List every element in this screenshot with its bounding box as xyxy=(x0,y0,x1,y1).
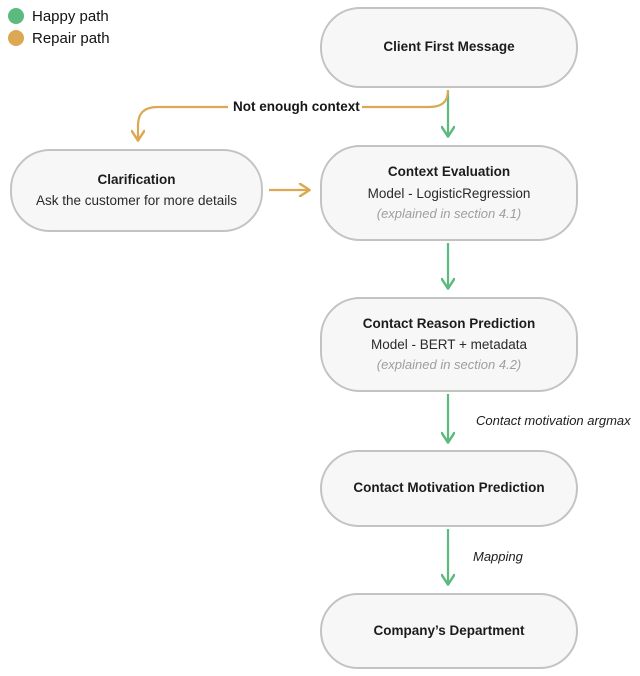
edge-label-mapping: Mapping xyxy=(473,549,523,564)
legend: Happy path Repair path xyxy=(8,5,110,49)
node-subtitle: Ask the customer for more details xyxy=(35,193,238,208)
edge-label-not-enough-context: Not enough context xyxy=(231,99,362,114)
legend-item-repair-path: Repair path xyxy=(8,27,110,49)
node-companys-department: Company’s Department xyxy=(320,593,578,669)
legend-label-happy-path: Happy path xyxy=(32,7,109,25)
node-subtitle: Model - BERT + metadata xyxy=(371,337,527,353)
edge-label-to-clarification xyxy=(138,105,228,140)
happy-path-dot-icon xyxy=(8,8,24,24)
legend-item-happy-path: Happy path xyxy=(8,5,110,27)
node-title: Client First Message xyxy=(383,39,515,55)
node-contact-motivation-prediction: Contact Motivation Prediction xyxy=(320,450,578,527)
legend-label-repair-path: Repair path xyxy=(32,29,110,47)
repair-path-edges xyxy=(138,89,450,190)
node-clarification: Clarification Ask the customer for more … xyxy=(10,149,263,232)
node-subtitle: Model - LogisticRegression xyxy=(367,185,531,201)
repair-path-dot-icon xyxy=(8,30,24,46)
node-contact-reason-prediction: Contact Reason Prediction Model - BERT +… xyxy=(320,297,578,392)
node-title: Contact Reason Prediction xyxy=(362,315,536,331)
edge-label-contact-motivation-argmax: Contact motivation argmax xyxy=(476,413,631,428)
node-note: (explained in section 4.2) xyxy=(376,357,522,373)
node-title: Company’s Department xyxy=(373,622,525,638)
node-note: (explained in section 4.1) xyxy=(376,205,522,221)
node-title: Context Evaluation xyxy=(387,164,511,180)
node-title: Contact Motivation Prediction xyxy=(353,480,545,496)
node-context-evaluation: Context Evaluation Model - LogisticRegre… xyxy=(320,145,578,241)
node-title: Clarification xyxy=(97,171,176,187)
edge-client-to-label-not-enough-context xyxy=(358,89,450,109)
node-client-first-message: Client First Message xyxy=(320,7,578,88)
